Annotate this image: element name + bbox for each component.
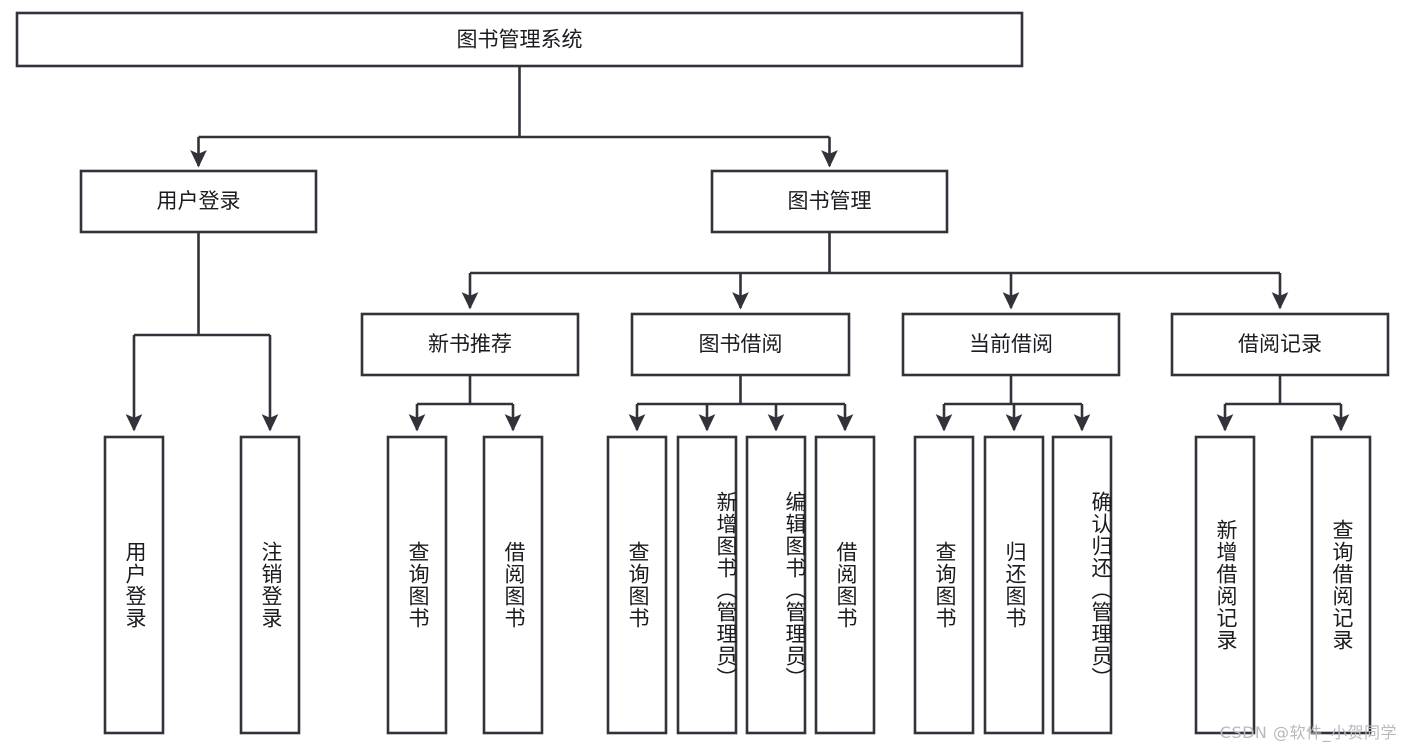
node-new-book-rec-label: 新书推荐 bbox=[428, 333, 512, 356]
connector-group-book-manage bbox=[461, 232, 1289, 310]
node-leaf-return-book-box[interactable] bbox=[983, 435, 1045, 735]
node-leaf-logout-login-box[interactable] bbox=[239, 435, 301, 735]
connector-group-current-borrow bbox=[935, 375, 1091, 432]
node-borrow-record-label: 借阅记录 bbox=[1238, 333, 1322, 356]
connector-group-root bbox=[190, 66, 838, 168]
node-root-label: 图书管理系统 bbox=[457, 29, 583, 52]
node-leaf-borrow-book-box[interactable] bbox=[814, 435, 876, 735]
node-book-borrow-label: 图书借阅 bbox=[699, 333, 783, 356]
node-new-book-rec-box[interactable] bbox=[360, 312, 580, 377]
connector-group-user-login bbox=[125, 232, 279, 432]
node-leaf-add-book-admin-box[interactable] bbox=[676, 435, 738, 735]
connector-group-book-borrow bbox=[628, 375, 854, 432]
node-leaf-query-book-rec-box[interactable] bbox=[386, 435, 448, 735]
node-leaf-query-borrow-record-box[interactable] bbox=[1310, 435, 1372, 735]
node-leaf-query-book-borrow-box[interactable] bbox=[606, 435, 668, 735]
node-current-borrow-label: 当前借阅 bbox=[969, 333, 1053, 356]
node-leaf-edit-book-admin-box[interactable] bbox=[745, 435, 807, 735]
node-leaf-borrow-book-rec-box[interactable] bbox=[482, 435, 544, 735]
node-user-login-label: 用户登录 bbox=[157, 190, 241, 213]
node-current-borrow-box[interactable] bbox=[901, 312, 1121, 377]
node-root-box[interactable] bbox=[15, 11, 1024, 68]
node-book-manage-box[interactable] bbox=[710, 169, 949, 234]
node-leaf-add-borrow-record-box[interactable] bbox=[1194, 435, 1256, 735]
node-leaf-confirm-return-admin-box[interactable] bbox=[1051, 435, 1113, 735]
node-user-login-box[interactable] bbox=[79, 169, 318, 234]
node-leaf-user-login-box[interactable] bbox=[103, 435, 165, 735]
node-leaf-query-book-current-box[interactable] bbox=[913, 435, 975, 735]
connector-group-new-book-rec bbox=[408, 375, 522, 432]
node-book-manage-label: 图书管理 bbox=[788, 190, 872, 213]
csdn-watermark: CSDN @软件_小贺同学 bbox=[1219, 723, 1397, 742]
connector-group-borrow-record bbox=[1216, 375, 1350, 432]
node-borrow-record-box[interactable] bbox=[1170, 312, 1390, 377]
node-book-borrow-box[interactable] bbox=[630, 312, 851, 377]
